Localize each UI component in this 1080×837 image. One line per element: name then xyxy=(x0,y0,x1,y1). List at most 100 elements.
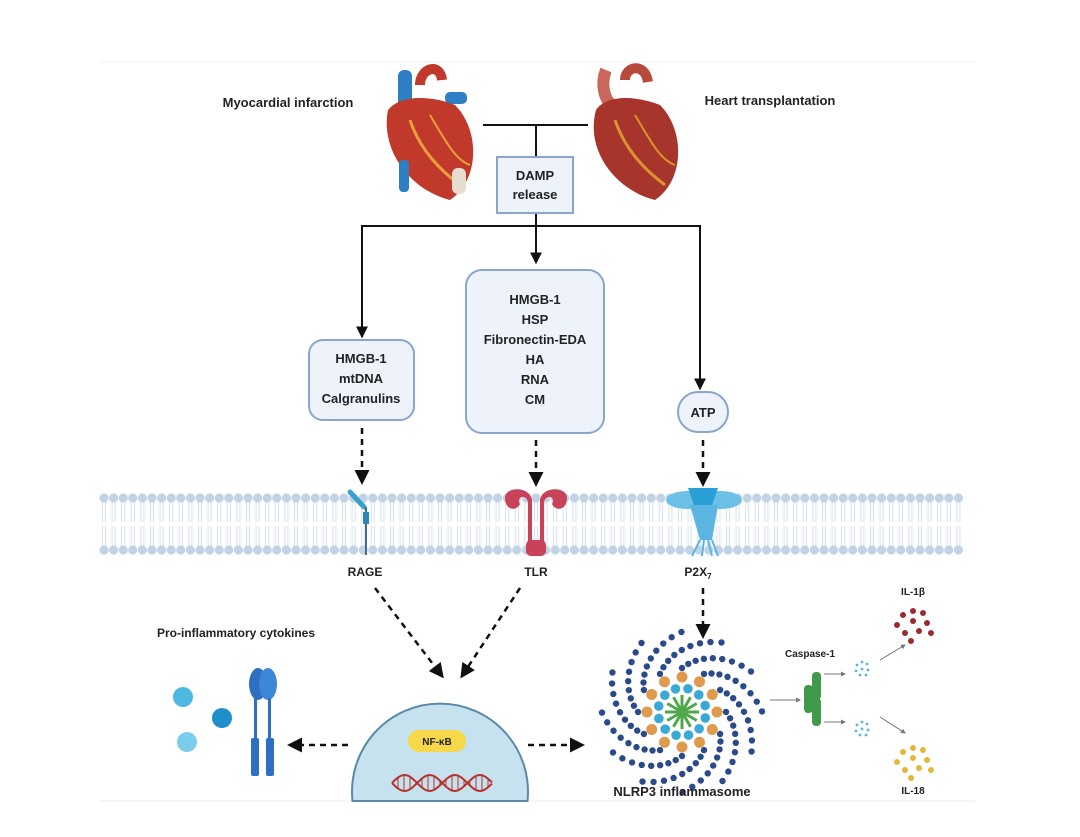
lipid-head xyxy=(771,493,781,503)
lipid-head xyxy=(925,493,935,503)
lipid-head xyxy=(925,545,935,555)
caspase-1-label: Caspase-1 xyxy=(785,649,835,660)
rage-label: RAGE xyxy=(348,565,383,579)
lipid-head xyxy=(157,545,167,555)
lipid-head xyxy=(589,493,599,503)
lipid-head xyxy=(137,545,147,555)
lipid-head xyxy=(617,493,628,503)
lipid-head xyxy=(819,545,829,555)
lipid-head xyxy=(857,493,868,503)
cytokine-dot xyxy=(894,622,900,628)
tlr-label: TLR xyxy=(524,565,548,579)
cytokine-dot xyxy=(864,733,868,737)
lipid-head xyxy=(550,545,560,555)
lipid-head xyxy=(733,545,743,555)
lipid-head xyxy=(781,493,791,503)
cytokine-dot xyxy=(855,723,859,727)
lipid-head xyxy=(262,493,272,503)
cytokine-dot xyxy=(860,720,864,724)
lipid-head xyxy=(675,545,685,555)
ligand-label: HA xyxy=(526,352,545,367)
lipid-head xyxy=(320,493,330,503)
cytokine-dot xyxy=(928,630,934,636)
cytokine-dot xyxy=(908,775,914,781)
lipid-head xyxy=(531,493,541,503)
lipid-head xyxy=(233,545,243,555)
ligand-label: CM xyxy=(525,392,545,407)
lipid-head xyxy=(195,545,205,555)
ligand-label: RNA xyxy=(521,372,550,387)
lipid-head xyxy=(781,545,791,555)
lipid-head xyxy=(944,545,954,555)
lipid-head xyxy=(166,545,176,555)
il-1b-label: IL-1β xyxy=(901,587,925,598)
lipid-head xyxy=(339,493,349,503)
lipid-head xyxy=(809,545,820,555)
damp-release-box: DAMP release xyxy=(496,156,574,214)
lipid-head xyxy=(579,493,589,503)
lipid-head xyxy=(579,545,589,555)
lipid-head xyxy=(752,545,762,555)
cytokine-dot xyxy=(902,767,908,773)
lipid-head xyxy=(195,493,205,503)
heart-transplantation-label: Heart transplantation xyxy=(705,93,836,108)
release-label: release xyxy=(513,187,558,202)
connector-lines xyxy=(356,124,706,391)
heart-myocardial-infarction-icon xyxy=(386,64,474,200)
atp-box: ATP xyxy=(677,391,729,433)
lipid-head xyxy=(329,493,339,503)
lipid-head xyxy=(214,545,224,555)
lipid-head xyxy=(617,545,628,555)
lipid-head xyxy=(608,545,618,555)
nlrp3-label: NLRP3 inflammasome xyxy=(613,784,750,799)
lipid-head xyxy=(253,493,263,503)
lipid-head xyxy=(800,545,810,555)
lipid-head xyxy=(310,493,320,503)
rage-ligands-box: HMGB-1 mtDNA Calgranulins xyxy=(308,339,415,421)
cytokine-spheres-icon xyxy=(173,687,232,752)
lipid-head xyxy=(896,545,906,555)
lipid-head xyxy=(329,545,339,555)
lipid-head xyxy=(877,493,887,503)
lipid-head xyxy=(176,545,186,555)
ligand-label: mtDNA xyxy=(339,371,384,386)
lipid-head xyxy=(137,493,147,503)
lipid-head xyxy=(656,545,666,555)
cytokine-dot xyxy=(900,612,906,618)
lipid-head xyxy=(166,493,176,503)
lipid-head xyxy=(272,493,282,503)
dashed-arrows xyxy=(287,428,711,753)
lipid-head xyxy=(416,545,426,555)
cytokine-dot xyxy=(860,660,864,664)
myocardial-infarction-label: Myocardial infarction xyxy=(223,95,354,110)
lipid-head xyxy=(905,493,916,503)
cytokine-dot xyxy=(920,747,926,753)
cytokine-dots xyxy=(854,608,934,781)
lipid-head xyxy=(387,493,397,503)
cytokine-dot xyxy=(910,745,916,751)
cytokine-dot xyxy=(894,759,900,765)
lipid-head xyxy=(147,493,157,503)
cytokine-dot xyxy=(855,663,859,667)
lipid-head xyxy=(99,545,109,555)
lipid-head xyxy=(176,493,186,503)
cytokine-dot xyxy=(860,727,864,731)
atp-label: ATP xyxy=(690,405,715,420)
cytokine-dot xyxy=(916,765,922,771)
lipid-head xyxy=(99,493,109,503)
lipid-head xyxy=(281,545,291,555)
lipid-head xyxy=(310,545,320,555)
lipid-head xyxy=(464,493,474,503)
lipid-head xyxy=(128,545,138,555)
ligand-label: HMGB-1 xyxy=(509,292,560,307)
lipid-head xyxy=(569,545,580,555)
lipid-head xyxy=(425,493,435,503)
lipid-head xyxy=(915,545,925,555)
cytokine-dot xyxy=(858,673,862,677)
cytokine-dot xyxy=(854,729,858,733)
lipid-head xyxy=(761,493,772,503)
rage-receptor-icon xyxy=(347,489,369,555)
lipid-head xyxy=(934,493,944,503)
lipid-head xyxy=(118,545,128,555)
